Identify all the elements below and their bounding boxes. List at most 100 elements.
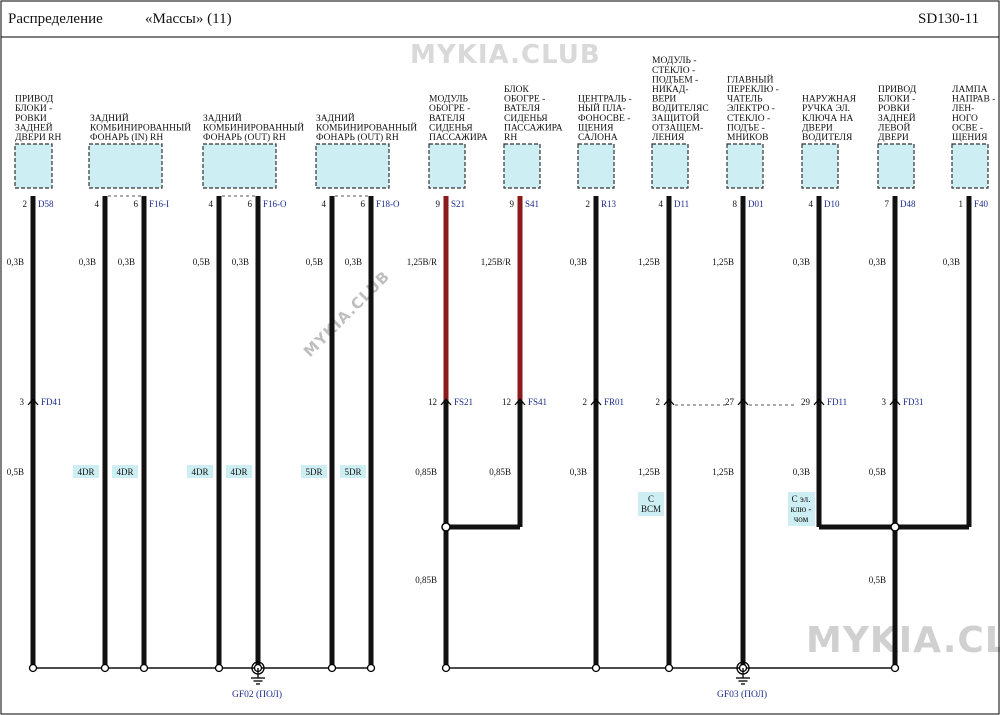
- inline-pin-number: 3: [20, 397, 25, 407]
- wire-size-label: 0,3B: [345, 257, 362, 267]
- wire-size-label: 1,25B: [638, 467, 660, 477]
- option-tag-label: 4DR: [77, 467, 94, 477]
- component-label-line: ЩЕНИЯ: [952, 133, 988, 143]
- inline-pin-number: 3: [882, 397, 887, 407]
- pin-number: 1: [959, 199, 964, 209]
- junction-dot: [890, 522, 900, 532]
- inline-connector-id: FD11: [827, 397, 847, 407]
- wire-size-label: 0,85B: [489, 467, 511, 477]
- connector-chevron: [889, 398, 901, 406]
- component-label-line: НЫЙ ПЛА-: [578, 102, 626, 114]
- component-label-line: ВАТЕЛЯ: [504, 104, 541, 114]
- option-tag: 4DR: [73, 465, 99, 478]
- ground-terminal: [100, 663, 110, 673]
- note-line: ВСМ: [641, 504, 661, 514]
- component-label-line: МОДУЛЬ -: [652, 56, 697, 66]
- component-label-line: НАРУЖНАЯ: [802, 95, 857, 105]
- wire-size-label: 0,3B: [869, 257, 886, 267]
- ground-terminal: [441, 663, 451, 673]
- component-label-line: СИДЕНЬЯ: [429, 123, 473, 133]
- component-label-line: ПОДЪЕМ -: [652, 75, 698, 85]
- pin-number: 2: [23, 199, 28, 209]
- connector-id: F40: [974, 199, 989, 209]
- component-label-line: ЗАДНИЙ: [90, 112, 129, 124]
- option-tag: 5DR: [301, 465, 327, 478]
- component-label-line: ЩЕНИЯ: [578, 123, 614, 133]
- ground-terminal: [139, 663, 149, 673]
- diagram-code: SD130-11: [918, 11, 980, 27]
- connector-box-s21: [428, 143, 466, 189]
- connector-box-f16-o: [202, 143, 277, 189]
- inline-connector: 12 FS21: [428, 397, 473, 407]
- connector-box-d48: [877, 143, 915, 189]
- connector-id: D10: [824, 199, 840, 209]
- connector-id: S41: [525, 199, 539, 209]
- wire-size-label: 1,25B/R: [407, 257, 437, 267]
- pin-number: 4: [659, 199, 664, 209]
- connector-box-r13: [577, 143, 615, 189]
- pin-number: 4: [209, 199, 214, 209]
- pin-number: 2: [586, 199, 591, 209]
- wire-size-label: 0,5B: [869, 467, 886, 477]
- connector-id: D58: [38, 199, 54, 209]
- component-label-line: RH: [504, 133, 517, 143]
- component-label-line: ПРИВОД: [878, 85, 917, 95]
- component-label-line: ЗАЩИТОЙ: [652, 112, 700, 124]
- option-tag: 5DR: [340, 465, 366, 478]
- option-tag-label: 4DR: [116, 467, 133, 477]
- connector-chevron: [514, 398, 526, 406]
- option-tag-label: 5DR: [344, 467, 361, 477]
- connector-id: D01: [748, 199, 764, 209]
- inline-pin-number: 12: [428, 397, 437, 407]
- pin-number: 9: [436, 199, 441, 209]
- wire-size-label: 0,5B: [7, 467, 24, 477]
- inline-connector-id: FR01: [604, 397, 624, 407]
- wire-size-label: 0,5B: [306, 257, 323, 267]
- component-label-line: ЗАДНЕЙ: [878, 112, 916, 124]
- inline-connector-id: FS21: [454, 397, 473, 407]
- wire-size-label: 0,3B: [943, 257, 960, 267]
- component-label-line: ВАТЕЛЯ: [429, 114, 466, 124]
- ground-terminal: [890, 663, 900, 673]
- component-label-line: ОСВЕ -: [952, 123, 983, 133]
- note-bg: [638, 492, 664, 516]
- connector-box-d58: [14, 143, 53, 189]
- option-tag-bg: [112, 465, 138, 478]
- wire-size-label: 0,3B: [793, 257, 810, 267]
- connector-box-f40: [951, 143, 989, 189]
- option-tag-label: 4DR: [191, 467, 208, 477]
- connector-box-f18-o: [315, 143, 390, 189]
- ground-terminal: [28, 663, 38, 673]
- inline-connector-id: FD31: [903, 397, 924, 407]
- ground-terminal: [664, 663, 674, 673]
- inline-connector-id: FD41: [41, 397, 62, 407]
- connector-box-s41: [503, 143, 541, 189]
- inline-connector: 27: [725, 397, 749, 407]
- component-label-line: НОГО: [952, 114, 978, 124]
- component-label-line: ЛЕНИЯ: [652, 133, 685, 143]
- inline-connector: 3 FD31: [882, 397, 924, 407]
- inline-connector: 2: [656, 397, 675, 407]
- component-label-line: ОБОГРЕ -: [504, 95, 545, 105]
- component-label-line: ЛЕН-: [952, 104, 974, 114]
- component-label-line: ПРИВОД: [15, 95, 54, 105]
- component-label-line: ЛЕВОЙ: [878, 121, 910, 133]
- wire-size-label: 0,3B: [232, 257, 249, 267]
- inline-pin-number: 2: [583, 397, 588, 407]
- wire-size-label: 0,3B: [118, 257, 135, 267]
- connector-id: F16-O: [263, 199, 287, 209]
- connector-box-d01: [726, 143, 764, 189]
- component-label-line: РОВКИ: [15, 114, 47, 124]
- watermark-bottom: MYKIA.CLUB: [806, 620, 1000, 661]
- option-tag-label: 4DR: [230, 467, 247, 477]
- page-subtitle: «Массы» (11): [145, 11, 232, 27]
- connector-box-f16-i: [88, 143, 163, 189]
